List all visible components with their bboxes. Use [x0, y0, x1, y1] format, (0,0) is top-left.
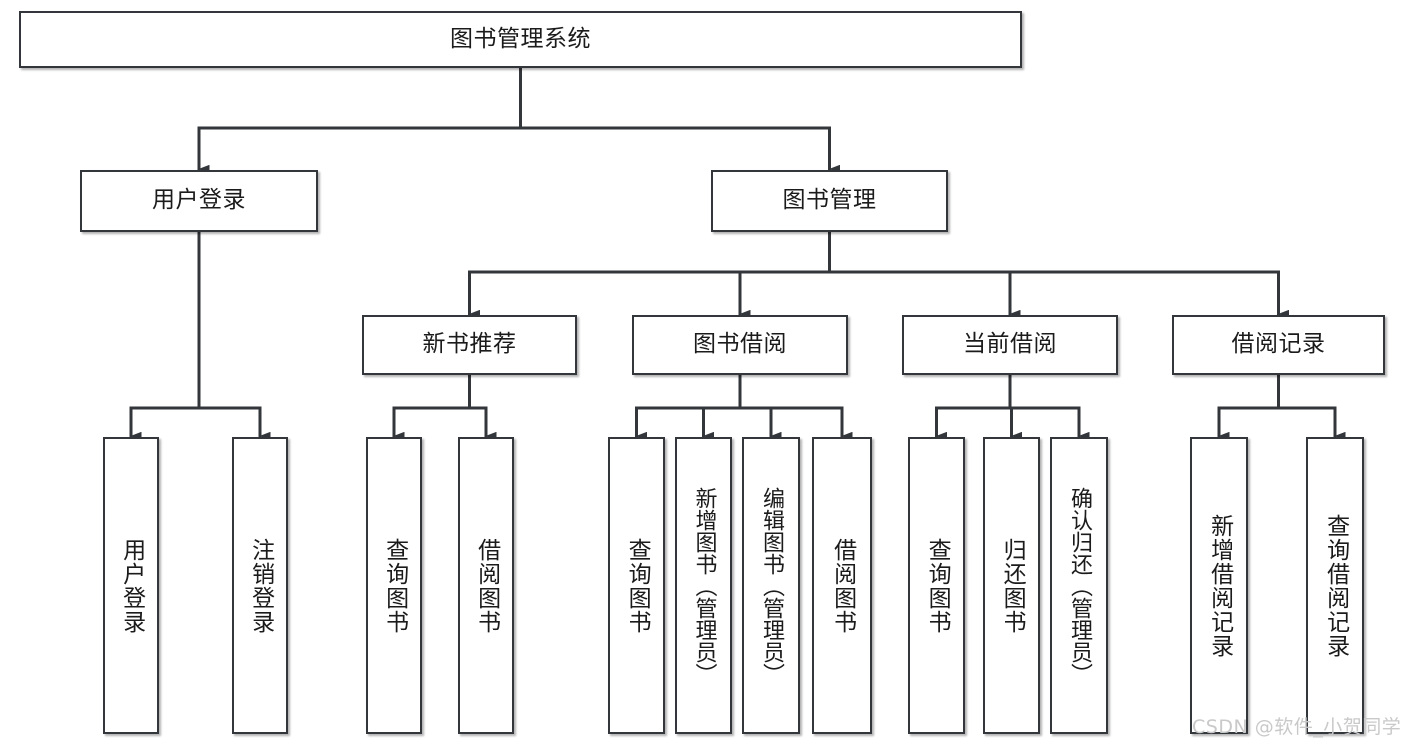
- node-user-login[interactable]: 用户登录: [80, 170, 318, 232]
- leaf-borrow-book-recommend-label: 借阅图书: [473, 537, 500, 634]
- leaf-logout-label: 注销登录: [247, 537, 274, 634]
- connector-group: [129, 66, 1346, 441]
- leaf-add-borrow-record[interactable]: 新增借阅记录: [1190, 437, 1248, 734]
- leaf-query-book-current[interactable]: 查询图书: [908, 437, 965, 734]
- leaf-edit-book[interactable]: 编辑图书（管理员）: [742, 437, 800, 734]
- node-borrow-record[interactable]: 借阅记录: [1172, 315, 1385, 375]
- leaf-return-book-label: 归还图书: [999, 537, 1026, 634]
- leaf-add-book-label: 新增图书（管理员）: [691, 486, 717, 685]
- node-book-manage-label: 图书管理: [782, 187, 877, 214]
- leaf-query-book-recommend-label: 查询图书: [381, 537, 408, 634]
- leaf-query-book-current-label: 查询图书: [924, 537, 951, 634]
- node-new-book-recommend-label: 新书推荐: [422, 331, 517, 358]
- csdn-watermark: CSDN @软件_小贺同学: [1192, 716, 1402, 738]
- node-root[interactable]: 图书管理系统: [19, 11, 1022, 68]
- leaf-query-book-borrow[interactable]: 查询图书: [608, 437, 665, 734]
- node-book-borrow-label: 图书借阅: [693, 331, 787, 358]
- node-user-login-label: 用户登录: [152, 187, 246, 214]
- leaf-edit-book-label: 编辑图书（管理员）: [758, 486, 784, 685]
- node-borrow-record-label: 借阅记录: [1231, 331, 1326, 358]
- leaf-query-book-recommend[interactable]: 查询图书: [366, 437, 422, 734]
- node-book-borrow[interactable]: 图书借阅: [632, 315, 848, 375]
- leaf-user-login[interactable]: 用户登录: [103, 437, 159, 734]
- leaf-add-book[interactable]: 新增图书（管理员）: [675, 437, 732, 734]
- node-root-label: 图书管理系统: [450, 25, 591, 52]
- leaf-query-borrow-record[interactable]: 查询借阅记录: [1306, 437, 1364, 734]
- leaf-logout[interactable]: 注销登录: [232, 437, 288, 734]
- leaf-borrow-book[interactable]: 借阅图书: [812, 437, 872, 734]
- leaf-user-login-label: 用户登录: [118, 537, 145, 634]
- node-book-manage[interactable]: 图书管理: [711, 170, 948, 232]
- leaf-query-borrow-record-label: 查询借阅记录: [1322, 513, 1349, 658]
- leaf-query-book-borrow-label: 查询图书: [624, 537, 651, 634]
- leaf-add-borrow-record-label: 新增借阅记录: [1206, 513, 1233, 658]
- node-new-book-recommend[interactable]: 新书推荐: [362, 315, 577, 375]
- leaf-borrow-book-label: 借阅图书: [829, 537, 856, 634]
- leaf-return-book[interactable]: 归还图书: [983, 437, 1040, 734]
- node-current-borrow-label: 当前借阅: [963, 331, 1057, 358]
- leaf-confirm-return[interactable]: 确认归还（管理员）: [1050, 437, 1108, 734]
- leaf-borrow-book-recommend[interactable]: 借阅图书: [458, 437, 514, 734]
- leaf-confirm-return-label: 确认归还（管理员）: [1066, 486, 1092, 685]
- node-current-borrow[interactable]: 当前借阅: [902, 315, 1118, 375]
